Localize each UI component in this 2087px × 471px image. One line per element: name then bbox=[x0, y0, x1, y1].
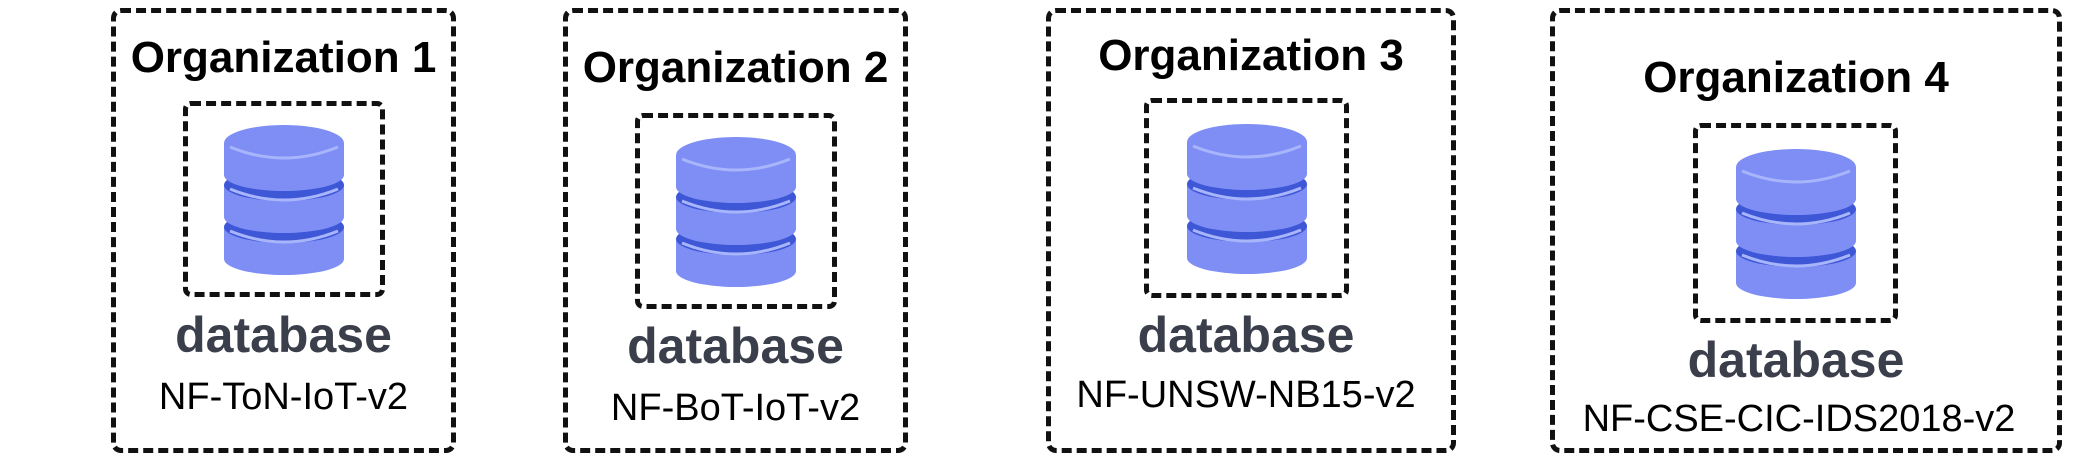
organization-title: Organization 1 bbox=[130, 33, 437, 82]
database-icon bbox=[1735, 149, 1856, 299]
database-frame bbox=[1144, 98, 1349, 298]
organization-title: Organization 3 bbox=[1098, 31, 1404, 80]
database-icon bbox=[224, 125, 344, 275]
organization-4-box: Organization 4 database NF-CSE-CIC-IDS20… bbox=[1550, 8, 2062, 453]
database-label: database bbox=[627, 318, 844, 374]
dataset-name: NF-CSE-CIC-IDS2018-v2 bbox=[1582, 398, 2016, 440]
dataset-name: NF-BoT-IoT-v2 bbox=[610, 387, 861, 429]
dataset-name: NF-UNSW-NB15-v2 bbox=[1076, 374, 1416, 416]
database-label: database bbox=[1687, 332, 1905, 388]
database-label: database bbox=[175, 307, 392, 363]
organization-title: Organization 4 bbox=[1643, 53, 1949, 102]
database-icon bbox=[676, 137, 796, 287]
database-frame bbox=[1693, 123, 1898, 323]
database-icon bbox=[1186, 124, 1307, 274]
dataset-name: NF-ToN-IoT-v2 bbox=[158, 376, 409, 418]
database-frame bbox=[183, 101, 385, 297]
organization-1-box: Organization 1 database NF-ToN-IoT-v2 bbox=[111, 8, 456, 453]
organization-3-box: Organization 3 database NF-UNSW-NB15-v2 bbox=[1046, 8, 1456, 453]
organization-2-box: Organization 2 database NF-BoT-IoT-v2 bbox=[563, 8, 908, 453]
database-label: database bbox=[1137, 307, 1355, 363]
database-frame bbox=[635, 113, 837, 309]
organization-title: Organization 2 bbox=[582, 43, 889, 92]
